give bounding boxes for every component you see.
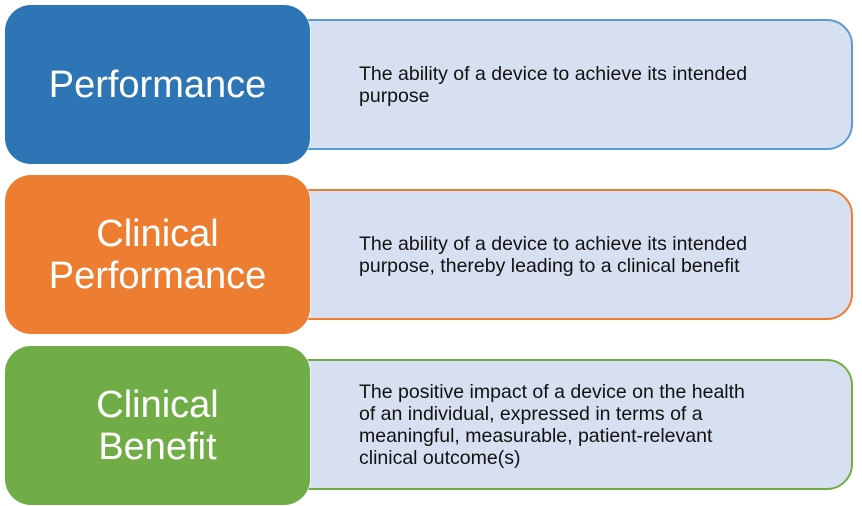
description-box: The ability of a device to achieve its i… [305, 19, 853, 150]
description-text: The ability of a device to achieve its i… [359, 62, 748, 107]
description-box: The positive impact of a device on the h… [305, 359, 853, 490]
term-box: Clinical Performance [5, 175, 310, 334]
term-box: Clinical Benefit [5, 346, 310, 505]
description-text: The positive impact of a device on the h… [359, 380, 745, 469]
description-text: The ability of a device to achieve its i… [359, 232, 748, 277]
description-box: The ability of a device to achieve its i… [305, 189, 853, 320]
term-box: Performance [5, 5, 310, 164]
